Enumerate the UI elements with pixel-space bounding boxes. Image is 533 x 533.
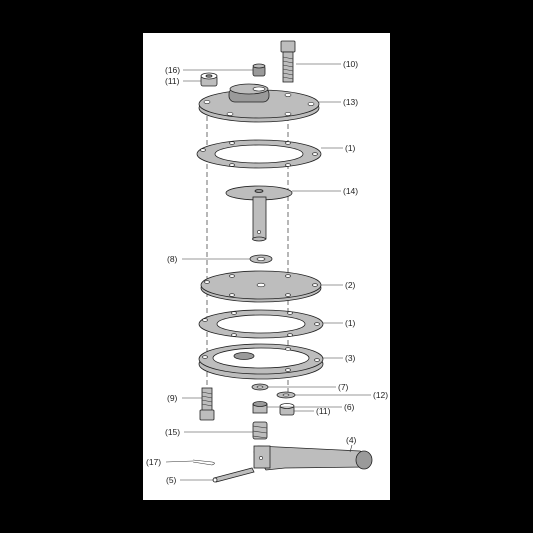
callout-17: (17) [146,457,161,467]
callout-9: (9) [167,393,178,403]
callout-16: (16) [165,65,180,75]
part-17-cotter-pin [192,459,215,466]
callout-2: (2) [345,280,356,290]
callout-11-upper: (11) [165,76,180,86]
part-9-bolt [199,387,215,421]
callout-13: (13) [343,97,358,107]
part-14-diaphragm-plate [225,185,293,242]
part-2-plate [200,270,322,303]
part-1-gasket-lower [198,309,324,339]
part-11-nut-lower [279,403,295,416]
callout-10: (10) [343,59,358,69]
callout-15: (15) [165,427,180,437]
part-4-lever-arm [253,445,373,471]
callout-12: (12) [373,390,388,400]
part-6-bushing [252,401,268,414]
callout-11-lower: (11) [316,406,331,416]
callout-8: (8) [167,254,178,264]
part-10-bolt [280,40,296,83]
callout-1-lower: (1) [345,318,356,328]
part-16-nut [252,63,266,77]
part-5-pin [212,467,255,483]
part-8-washer [249,254,273,264]
callout-6: (6) [344,402,355,412]
part-12-washer [276,391,296,399]
part-1-gasket-upper [196,139,322,169]
callout-4: (4) [346,435,357,445]
callout-labels: (10) (16) (11) (13) (1) (14) (8) (2) (1)… [146,59,388,485]
part-15-spring [252,421,268,440]
callout-5: (5) [166,475,177,485]
leader-lines [165,63,371,481]
callout-7: (7) [338,382,349,392]
callout-14: (14) [343,186,358,196]
part-11-nut-upper [200,72,218,87]
part-7-washer [251,383,269,391]
part-3-base-housing [198,343,324,380]
callout-1-upper: (1) [345,143,356,153]
callout-3: (3) [345,353,356,363]
part-13-top-cover [198,83,320,123]
